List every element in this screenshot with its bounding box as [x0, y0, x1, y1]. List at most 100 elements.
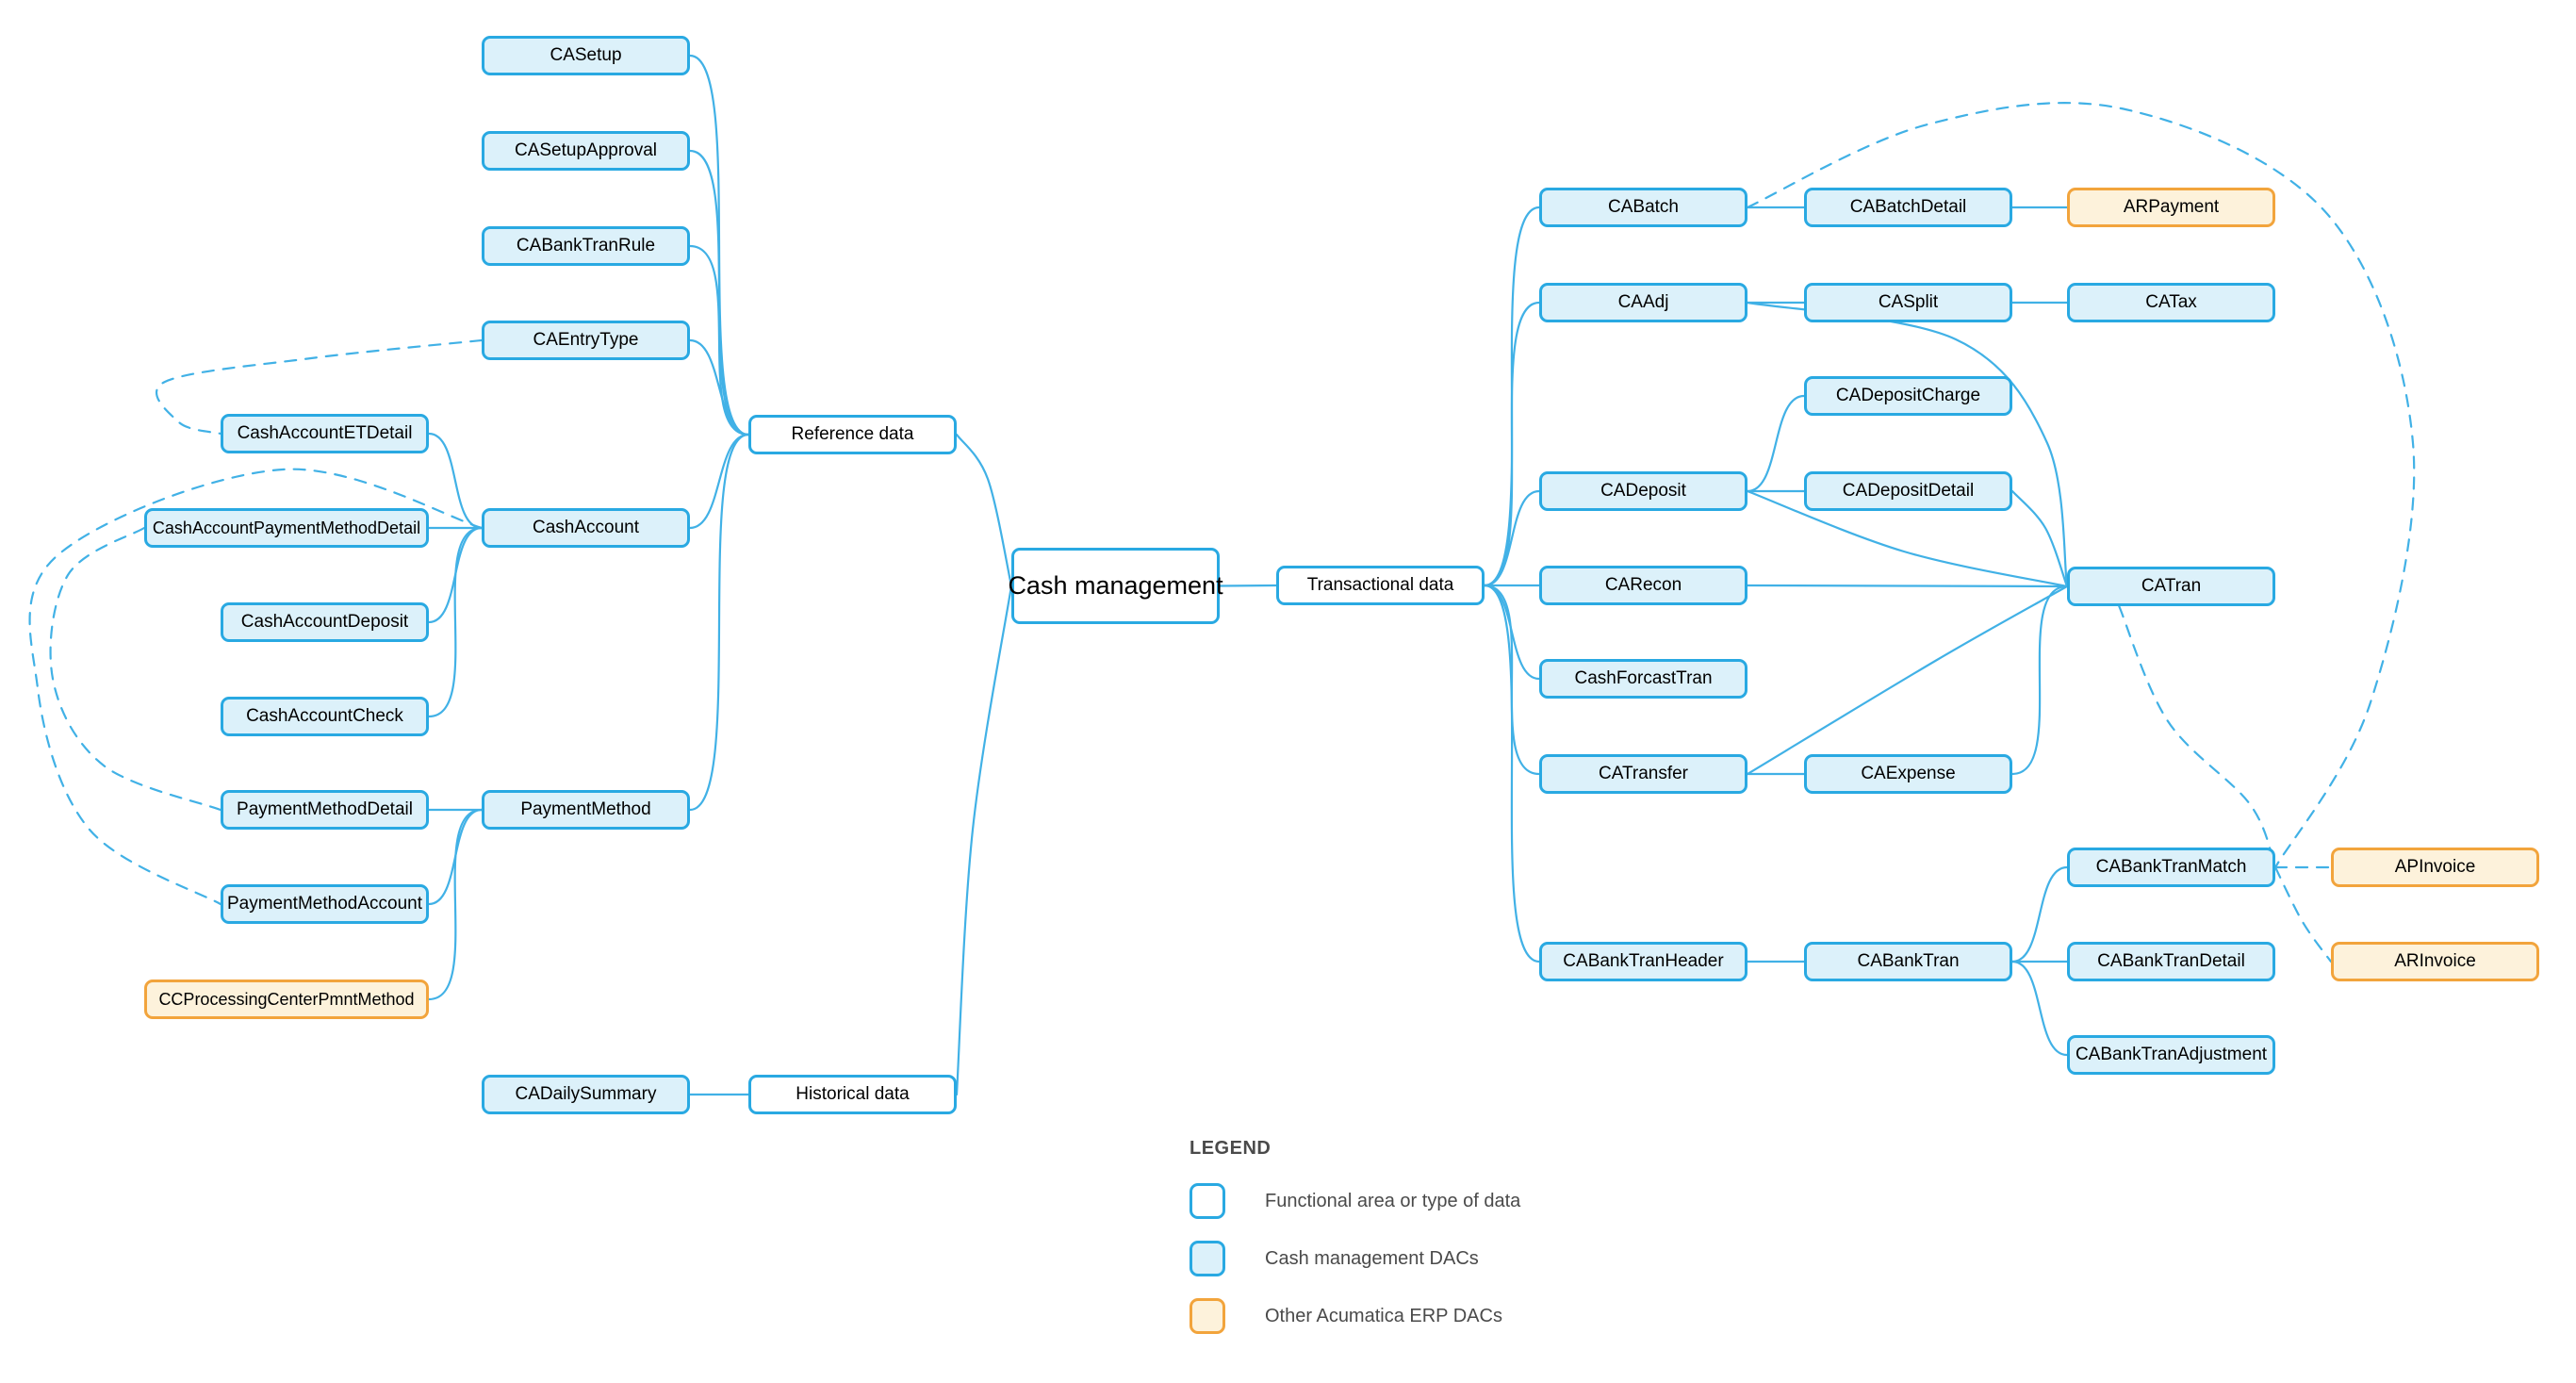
node-label-CashAccountCheck: CashAccountCheck: [246, 706, 403, 726]
node-label-CAEntryType: CAEntryType: [533, 330, 639, 350]
node-label-CashAccountPaymentMethodDetail: CashAccountPaymentMethodDetail: [152, 518, 421, 537]
node-CABatch: CABatch: [1539, 188, 1747, 227]
node-label-CABankTranDetail: CABankTranDetail: [2097, 951, 2245, 971]
node-PaymentMethod: PaymentMethod: [482, 790, 690, 830]
node-historical_data: Historical data: [748, 1075, 957, 1114]
node-reference_data: Reference data: [748, 415, 957, 454]
node-CABankTranAdjustment: CABankTranAdjustment: [2067, 1035, 2275, 1075]
node-PaymentMethodDetail: PaymentMethodDetail: [221, 790, 429, 830]
node-label-cash_management: Cash management: [1008, 571, 1223, 600]
node-CASplit: CASplit: [1804, 283, 2012, 322]
node-CashAccountPaymentMethodDetail: CashAccountPaymentMethodDetail: [144, 508, 429, 548]
edge-reference_data-cash_management: [955, 433, 1013, 587]
node-label-APInvoice: APInvoice: [2394, 857, 2476, 877]
legend-label-other-dacs: Other Acumatica ERP DACs: [1265, 1305, 1502, 1326]
node-label-CASetup: CASetup: [550, 45, 622, 65]
node-label-CABatch: CABatch: [1608, 197, 1679, 217]
node-CABankTran: CABankTran: [1804, 942, 2012, 981]
node-CABankTranHeader: CABankTranHeader: [1539, 942, 1747, 981]
node-label-reference_data: Reference data: [791, 424, 914, 444]
node-label-PaymentMethod: PaymentMethod: [520, 799, 651, 819]
node-label-CASplit: CASplit: [1878, 292, 1939, 312]
edge-CashAccountETDetail-CashAccount: [427, 432, 484, 530]
legend-swatch-cash-dacs: [1190, 1241, 1225, 1276]
legend-label-functional-area: Functional area or type of data: [1265, 1190, 1521, 1211]
node-label-CATax: CATax: [2145, 292, 2197, 312]
edge-cash_management-transactional_data: [1218, 584, 1278, 587]
node-CADepositDetail: CADepositDetail: [1804, 471, 2012, 511]
edge-CADeposit-CATran: [1746, 489, 2069, 588]
node-CASetupApproval: CASetupApproval: [482, 131, 690, 171]
node-label-CASetupApproval: CASetupApproval: [514, 140, 658, 160]
edge-CABankTran-CABankTranMatch: [2010, 865, 2069, 963]
node-cash_management: Cash management: [1008, 548, 1223, 624]
edge-CashAccountPaymentMethodDetail-PaymentMethodDetail: [49, 526, 222, 812]
edge-CADepositDetail-CATran: [2010, 489, 2069, 588]
node-label-PaymentMethodDetail: PaymentMethodDetail: [237, 799, 413, 819]
node-label-CashAccount: CashAccount: [532, 518, 639, 537]
legend-label-cash-dacs: Cash management DACs: [1265, 1247, 1479, 1269]
node-label-CABatchDetail: CABatchDetail: [1849, 197, 1967, 217]
node-CashForcastTran: CashForcastTran: [1539, 659, 1747, 699]
node-CASetup: CASetup: [482, 36, 690, 75]
node-CABankTranRule: CABankTranRule: [482, 226, 690, 266]
edge-CAEntryType-CashAccountETDetail: [156, 338, 484, 436]
node-transactional_data: Transactional data: [1276, 566, 1485, 605]
node-label-CADailySummary: CADailySummary: [515, 1084, 657, 1104]
node-CAExpense: CAExpense: [1804, 754, 2012, 794]
edge-historical_data-cash_management: [955, 584, 1013, 1096]
edge-CADeposit-CADepositCharge: [1746, 394, 1806, 493]
node-label-CARecon: CARecon: [1604, 575, 1682, 595]
node-label-CashAccountETDetail: CashAccountETDetail: [237, 423, 413, 443]
node-CashAccountCheck: CashAccountCheck: [221, 697, 429, 736]
edge-CAEntryType-reference_data: [688, 338, 750, 436]
node-label-CABankTranMatch: CABankTranMatch: [2095, 857, 2247, 877]
legend: LEGEND Functional area or type of data C…: [1190, 1137, 1520, 1334]
node-label-PaymentMethodAccount: PaymentMethodAccount: [226, 894, 422, 914]
edge-CashAccount-reference_data: [688, 433, 750, 530]
edge-CABankTran-CABankTranAdjustment: [2010, 960, 2069, 1057]
legend-title: LEGEND: [1190, 1138, 1272, 1159]
edge-CABankTranMatch-ARInvoice: [2273, 865, 2333, 963]
node-label-CADepositDetail: CADepositDetail: [1842, 481, 1975, 501]
node-CashAccountETDetail: CashAccountETDetail: [221, 414, 429, 453]
node-CATran: CATran: [2067, 567, 2275, 606]
node-label-CashAccountDeposit: CashAccountDeposit: [240, 612, 409, 632]
node-CADeposit: CADeposit: [1539, 471, 1747, 511]
node-label-CAExpense: CAExpense: [1861, 764, 1956, 783]
edge-CABankTranRule-reference_data: [688, 244, 750, 436]
node-CABankTranMatch: CABankTranMatch: [2067, 848, 2275, 887]
node-CATransfer: CATransfer: [1539, 754, 1747, 794]
node-label-CABankTran: CABankTran: [1857, 951, 1960, 971]
node-label-CashForcastTran: CashForcastTran: [1574, 668, 1713, 688]
node-label-CABankTranAdjustment: CABankTranAdjustment: [2075, 1045, 2268, 1064]
edge-CCProcessingCenterPmntMethod-PaymentMethod: [427, 808, 484, 1001]
edge-CATran-CABankTranMatch: [2118, 604, 2277, 869]
legend-row-cash-dacs: Cash management DACs: [1190, 1241, 1520, 1276]
edge-transactional_data-CADeposit: [1483, 489, 1541, 587]
node-label-CABankTranRule: CABankTranRule: [516, 236, 656, 255]
node-CADailySummary: CADailySummary: [482, 1075, 690, 1114]
edge-CAAdj-CATran: [1746, 301, 2069, 588]
node-label-ARInvoice: ARInvoice: [2394, 951, 2476, 971]
node-label-historical_data: Historical data: [796, 1084, 910, 1104]
node-label-CABankTranHeader: CABankTranHeader: [1563, 951, 1724, 971]
node-label-CCProcessingCenterPmntMethod: CCProcessingCenterPmntMethod: [158, 989, 415, 1009]
legend-row-functional-area: Functional area or type of data: [1190, 1183, 1520, 1219]
node-CAAdj: CAAdj: [1539, 283, 1747, 322]
edge-transactional_data-CABankTranHeader: [1483, 584, 1541, 963]
node-CashAccount: CashAccount: [482, 508, 690, 548]
node-label-CATransfer: CATransfer: [1598, 764, 1689, 783]
node-CATax: CATax: [2067, 283, 2275, 322]
node-CARecon: CARecon: [1539, 566, 1747, 605]
node-CABatchDetail: CABatchDetail: [1804, 188, 2012, 227]
node-label-CADeposit: CADeposit: [1600, 481, 1686, 501]
node-label-ARPayment: ARPayment: [2123, 197, 2220, 217]
edge-PaymentMethod-reference_data: [688, 433, 750, 812]
edge-CARecon-CATran: [1746, 584, 2069, 588]
legend-swatch-other-dacs: [1190, 1298, 1225, 1334]
node-ARInvoice: ARInvoice: [2331, 942, 2539, 981]
edge-CashAccount-PaymentMethodAccount: [28, 468, 484, 906]
